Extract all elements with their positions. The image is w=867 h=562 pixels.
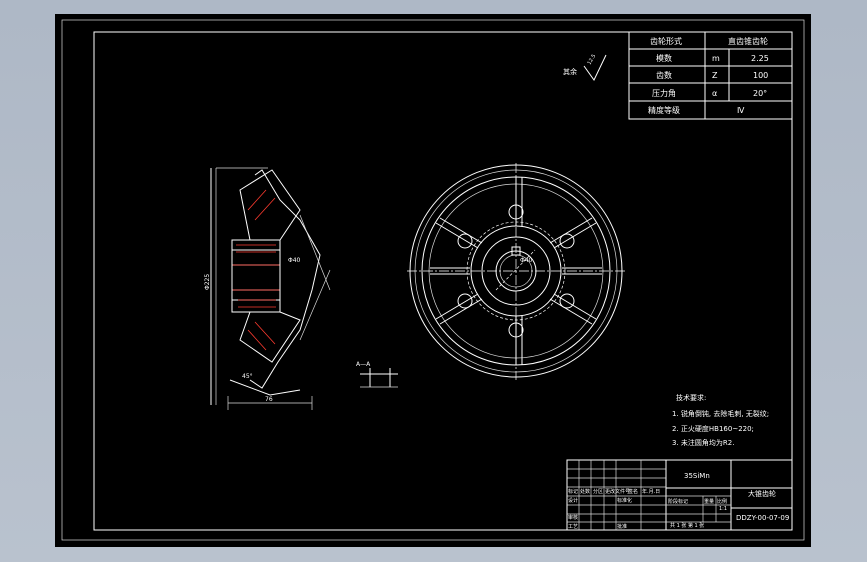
field-approve: 批准 — [617, 523, 627, 530]
field-change-doc: 更改文件号 — [605, 488, 630, 495]
field-signature: 签名 — [628, 488, 638, 495]
param-angle-label: 压力角 — [652, 88, 676, 98]
sheet-info-text: 共 1 张 第 1 张 — [670, 522, 704, 529]
field-count: 处数 — [580, 488, 590, 495]
field-stage-mark: 阶段标记 — [668, 498, 688, 505]
scale-text: 1:1 — [719, 506, 727, 512]
param-teeth-label: 齿数 — [656, 70, 672, 80]
material-text: 35SiMn — [684, 472, 710, 480]
drawing-number-text: DDZY-00-07-09 — [736, 514, 789, 522]
gear-front-view: Φ40 — [407, 163, 625, 380]
param-module-label: 模数 — [656, 53, 672, 63]
param-header-value: 直齿锥齿轮 — [728, 36, 768, 46]
field-standard: 标准化 — [617, 497, 632, 504]
field-zone: 分区 — [593, 488, 603, 495]
title-block: 35SiMn 大锥齿轮 DDZY-00-07-09 1:1 共 1 张 第 1 … — [566, 459, 793, 531]
width-dimension: 76 — [265, 396, 273, 403]
param-header-label: 齿轮形式 — [650, 36, 682, 46]
keyway-detail: A—A — [356, 361, 398, 388]
gear-parameter-table: 齿轮形式 直齿锥齿轮 模数 m 2.25 齿数 Z 100 压力角 α 20° … — [628, 31, 793, 120]
inner-frame — [93, 31, 793, 531]
bore-dimension: Φ40 — [288, 257, 301, 264]
field-date: 年.月.日 — [642, 488, 660, 495]
tech-item-2: 2. 正火硬度HB160~220; — [672, 424, 754, 433]
field-review: 审核 — [568, 514, 578, 521]
outer-frame — [61, 19, 805, 541]
cone-angle-dimension: 45° — [242, 373, 253, 380]
param-teeth-symbol: Z — [712, 71, 718, 80]
field-process: 工艺 — [568, 524, 578, 530]
param-angle-symbol: α — [712, 89, 717, 98]
gear-section-view: 76 Φ225 Φ40 45° — [204, 167, 331, 410]
technical-requirements: 技术要求: 1. 锐角倒钝, 去除毛刺, 无裂纹; 2. 正火硬度HB160~2… — [672, 393, 769, 447]
param-teeth-value: 100 — [753, 71, 768, 80]
param-module-value: 2.25 — [751, 54, 769, 63]
param-angle-value: 20° — [753, 89, 767, 98]
tech-title: 技术要求: — [676, 393, 706, 402]
tech-item-3: 3. 未注圆角均为R2. — [672, 438, 734, 447]
param-module-symbol: m — [712, 54, 720, 63]
field-scale: 比例 — [717, 498, 727, 505]
roughness-symbol: 其余 12.5 — [563, 53, 607, 81]
part-name-text: 大锥齿轮 — [748, 489, 776, 498]
param-accuracy-value: Ⅳ — [737, 106, 745, 115]
tech-item-1: 1. 锐角倒钝, 去除毛刺, 无裂纹; — [672, 409, 769, 418]
roughness-prefix: 其余 — [563, 67, 577, 76]
field-weight: 重量 — [704, 498, 714, 505]
field-mark: 标记 — [568, 488, 578, 495]
field-design: 设计 — [568, 497, 578, 504]
section-label: A—A — [356, 361, 371, 368]
outer-diameter-dimension: Φ225 — [204, 274, 211, 290]
drawing-sheet — [55, 14, 811, 547]
roughness-value: 12.5 — [587, 53, 598, 66]
param-accuracy-label: 精度等级 — [648, 105, 680, 115]
center-dimension: Φ40 — [520, 257, 533, 264]
